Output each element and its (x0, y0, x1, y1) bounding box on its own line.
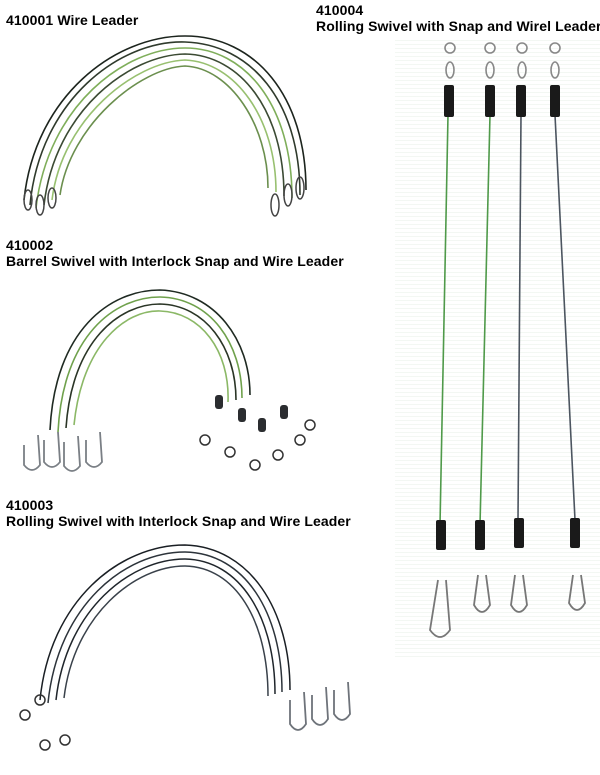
product-code-410003: 410003 (6, 497, 54, 513)
product-name-410002: Barrel Swivel with Interlock Snap and Wi… (6, 253, 344, 269)
product-name: Wire Leader (57, 12, 139, 28)
product-code: 410001 (6, 12, 54, 28)
product-code-410002: 410002 (6, 237, 54, 253)
product-name-410004: Rolling Swivel with Snap and Wirel Leade… (316, 18, 600, 34)
product-title-410001: 410001 Wire Leader (6, 12, 138, 28)
product-name-410003: Rolling Swivel with Interlock Snap and W… (6, 513, 351, 529)
product-code-410004: 410004 (316, 2, 364, 18)
